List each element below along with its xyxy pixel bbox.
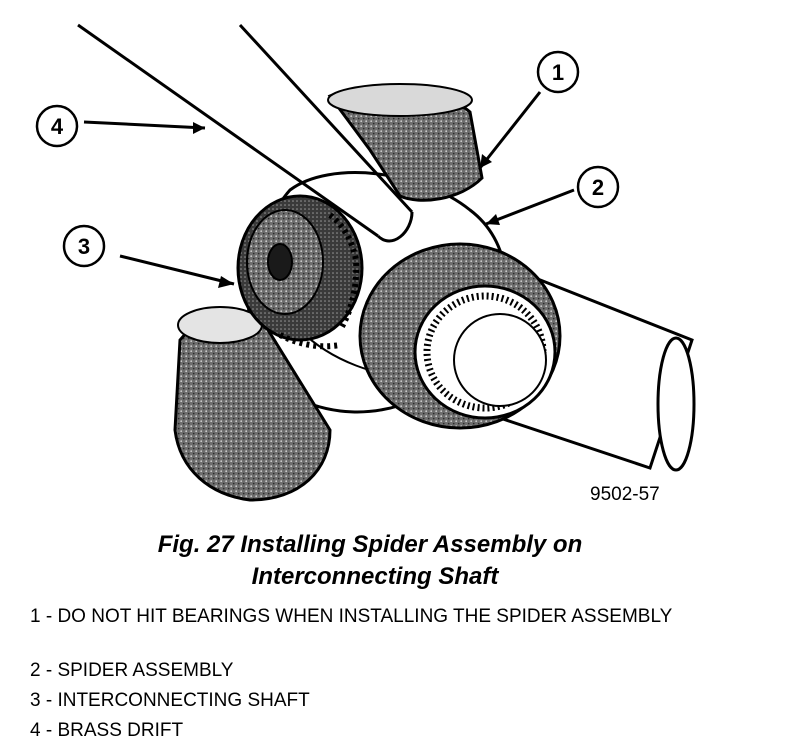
caption-line-2: Interconnecting Shaft — [251, 563, 499, 590]
caption-line-1: Fig. 27 Installing Spider Assembly on — [157, 531, 583, 558]
bearing-cap-right — [358, 242, 562, 430]
legend-item-1: 1 - DO NOT HIT BEARINGS WHEN INSTALLING … — [30, 606, 673, 627]
callout-1: 1 — [536, 50, 580, 94]
callout-3: 3 — [62, 224, 106, 268]
bearing-cap-bottom-left — [173, 306, 332, 502]
leader-line-1 — [478, 91, 542, 169]
leader-line-3 — [119, 254, 235, 286]
leader-line-4 — [83, 120, 206, 130]
svg-text:2: 2 — [592, 175, 604, 200]
svg-text:1: 1 — [552, 60, 564, 85]
svg-text:3: 3 — [78, 234, 90, 259]
leader-lines — [83, 91, 575, 288]
figure-number: 9502-57 — [590, 484, 660, 505]
svg-text:4: 4 — [51, 114, 64, 139]
brass-drift — [77, 23, 414, 243]
legend-item-4: 4 - BRASS DRIFT — [30, 720, 184, 741]
bearing-cap-top — [327, 83, 484, 202]
callout-4: 4 — [35, 104, 79, 148]
callout-2: 2 — [576, 165, 620, 209]
spider-assembly-illustration: 1 2 3 4 9502-57 — [35, 23, 696, 505]
splined-trunnion — [236, 194, 364, 350]
leader-line-2 — [485, 188, 575, 226]
legend-item-3: 3 - INTERCONNECTING SHAFT — [30, 690, 310, 711]
legend-item-2: 2 - SPIDER ASSEMBLY — [30, 660, 234, 681]
